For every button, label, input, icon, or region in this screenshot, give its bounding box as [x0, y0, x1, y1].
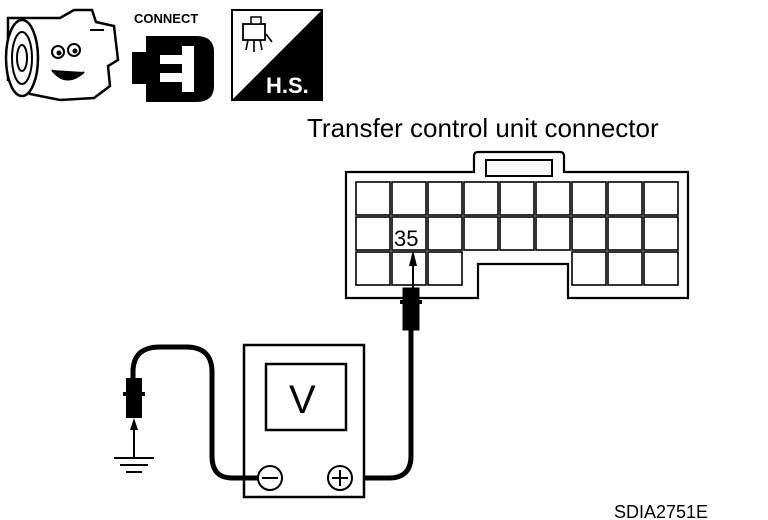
hs-label: H.S. — [266, 73, 309, 98]
connector-cavity — [427, 216, 463, 251]
pin-label: 35 — [394, 226, 418, 251]
connector-cavity — [571, 216, 607, 251]
connector-cavity — [391, 216, 427, 251]
connector-cavity — [535, 181, 571, 216]
connector-cavity — [535, 216, 571, 251]
connector-cavity — [355, 181, 391, 216]
connect-label: CONNECT — [134, 11, 198, 26]
connector-cavity — [643, 216, 679, 251]
engine-icon — [4, 8, 120, 102]
connector-body — [344, 150, 690, 300]
connector-cavity — [499, 181, 535, 216]
connector-cavity — [571, 251, 607, 286]
connector-cavity — [571, 181, 607, 216]
connector-cavities — [355, 181, 679, 286]
figure-code: SDIA2751E — [614, 502, 708, 520]
connector-cavity — [391, 251, 427, 286]
connector-title: Transfer control unit connector — [307, 113, 659, 143]
connector-cavity — [463, 181, 499, 216]
connector-cavity — [643, 251, 679, 286]
harness-connector-icon: H.S. — [231, 9, 323, 101]
connector-icon — [132, 36, 214, 102]
connector-cavity — [643, 181, 679, 216]
connector-cavity — [391, 181, 427, 216]
connector-cavity — [355, 216, 391, 251]
connector-cavity — [607, 181, 643, 216]
voltmeter: V — [242, 343, 366, 499]
meter-display-label: V — [289, 378, 316, 422]
connector-cavity — [427, 181, 463, 216]
ground-probe — [123, 344, 258, 481]
connector-cavity — [463, 216, 499, 251]
positive-probe — [354, 250, 422, 481]
connector-cavity — [427, 251, 463, 286]
ground-icon — [114, 457, 154, 473]
connector-cavity — [499, 216, 535, 251]
connector-cavity — [607, 251, 643, 286]
connector-cavity — [355, 251, 391, 286]
connector-cavity — [607, 216, 643, 251]
